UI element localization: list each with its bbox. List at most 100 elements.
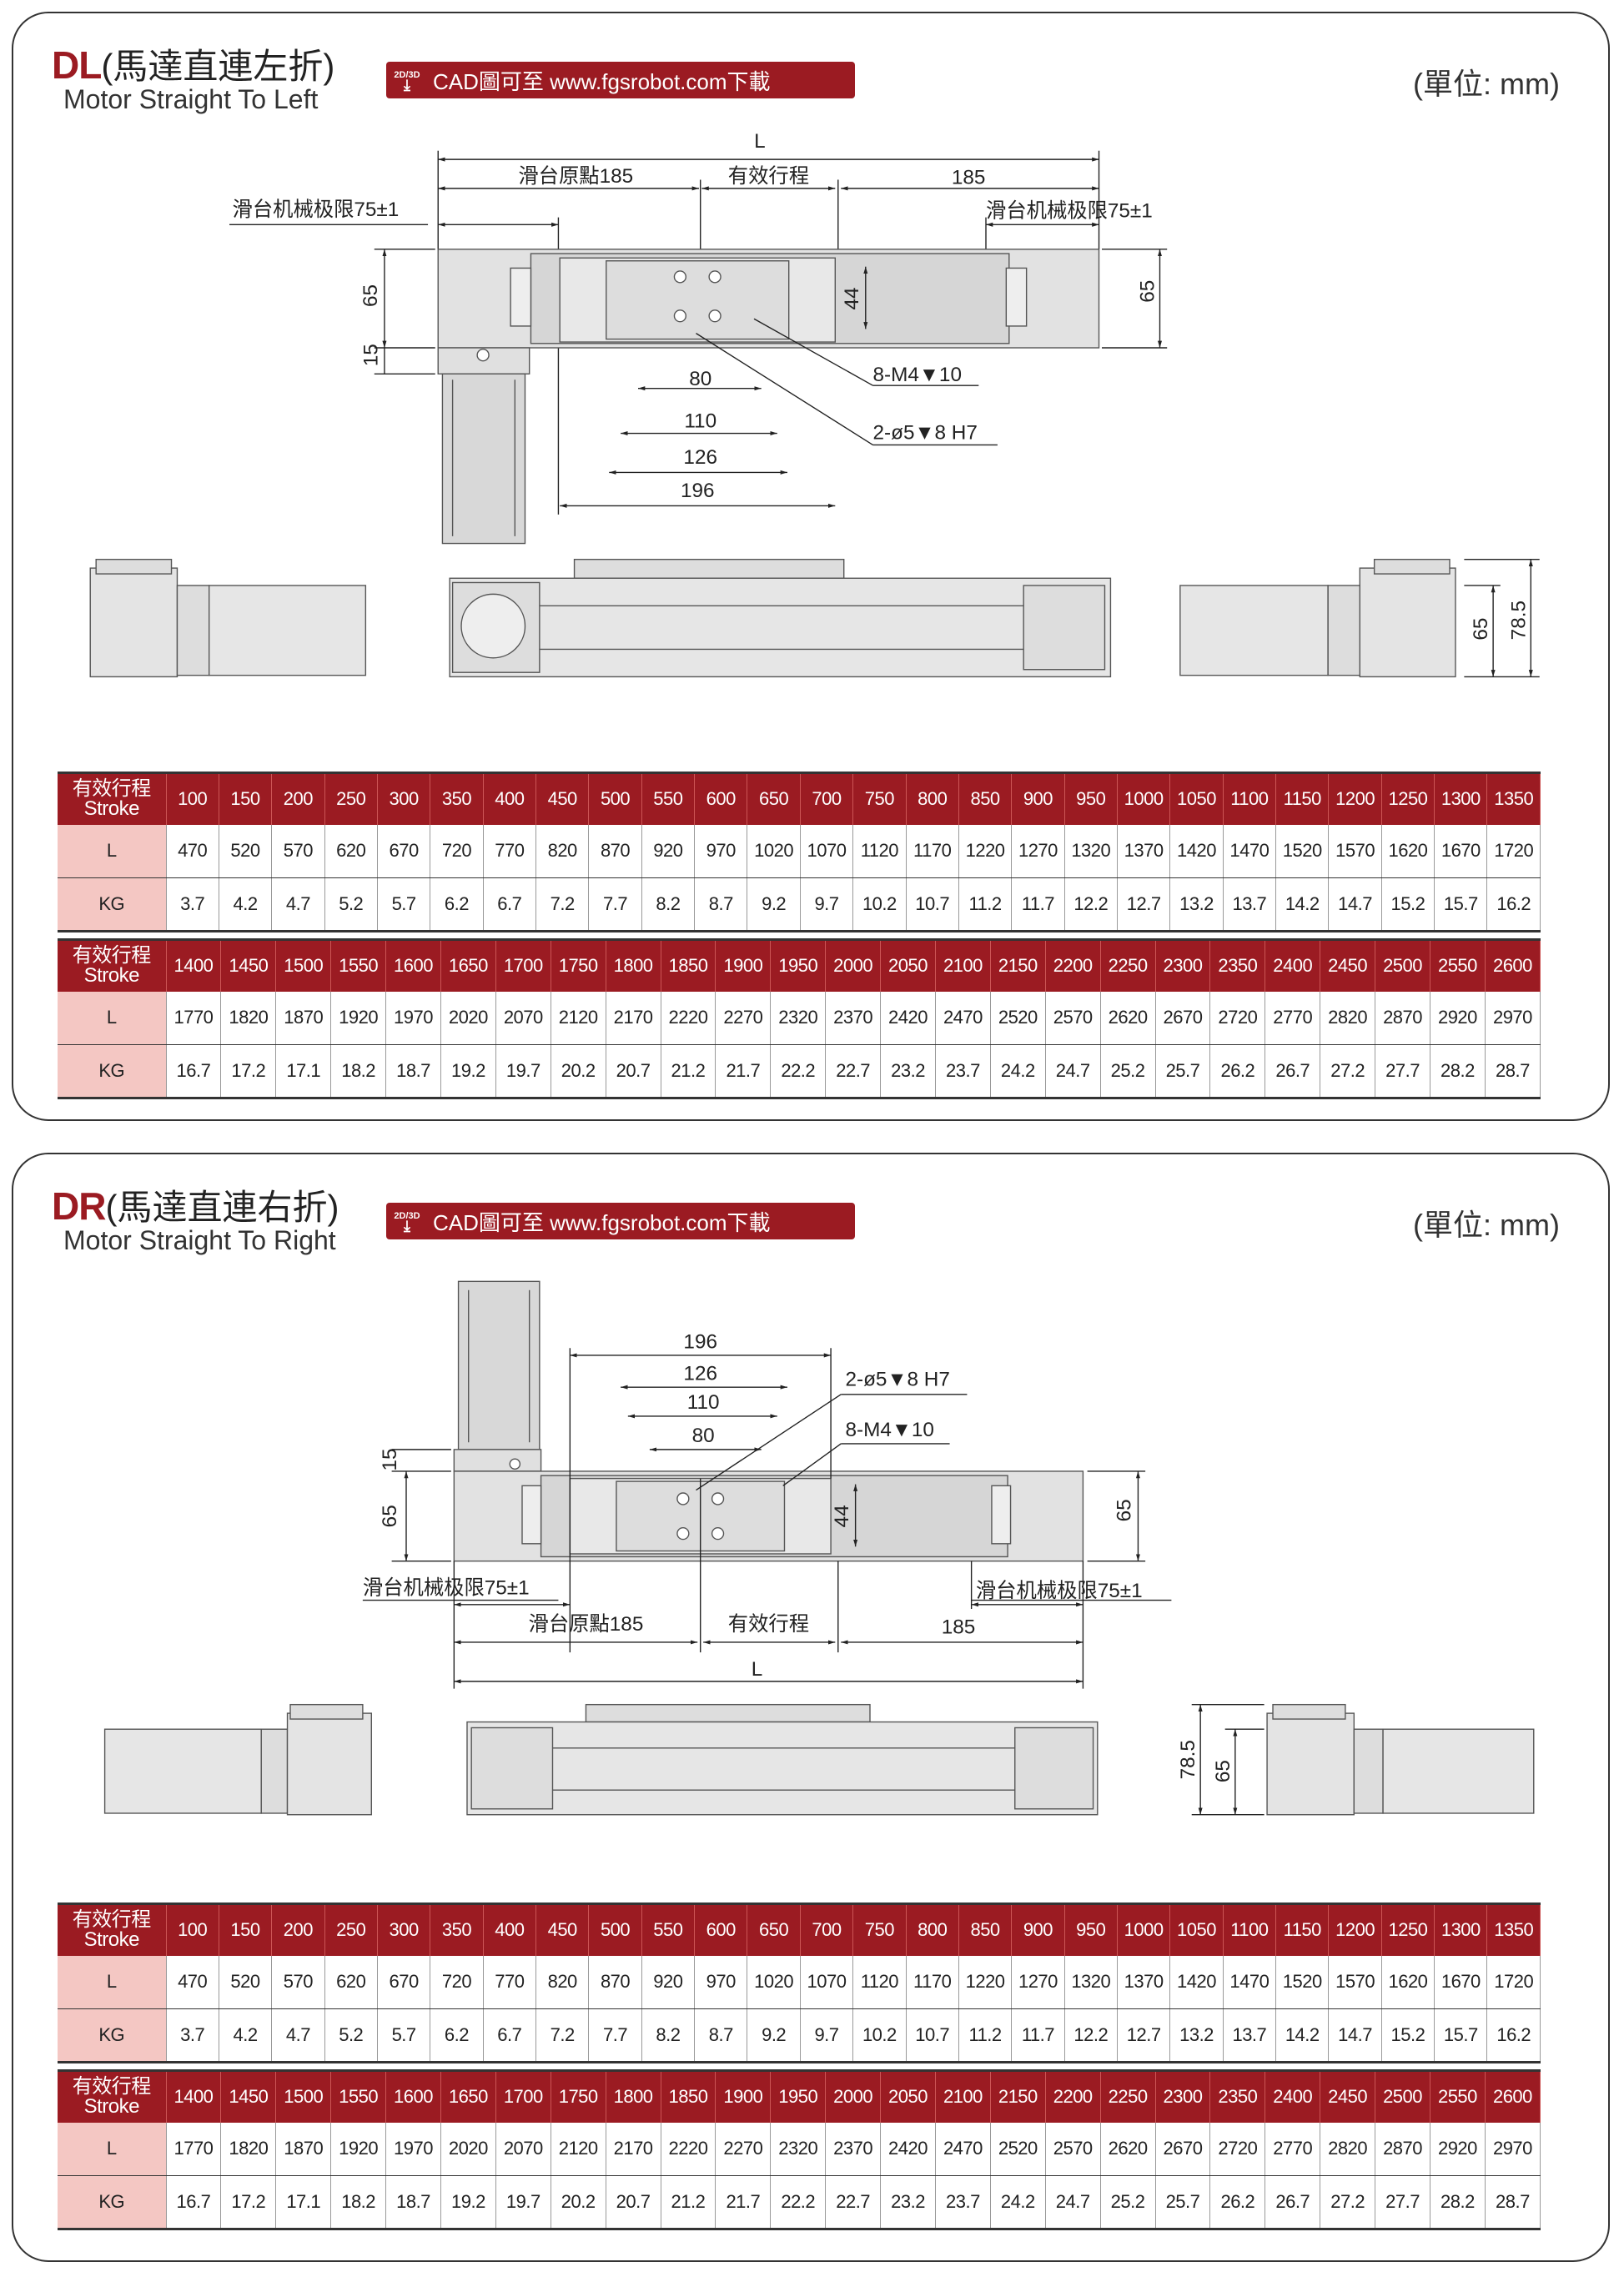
length-row-cell: 1470 <box>1223 824 1277 878</box>
length-row-cell: 1220 <box>958 824 1013 878</box>
length-row-label: L <box>58 824 167 878</box>
stroke-row-cell: 1300 <box>1434 772 1488 825</box>
weight-row-cell: 17.2 <box>220 1044 277 1098</box>
length-row-cell: 1420 <box>1169 824 1224 878</box>
weight-row-cell: 21.2 <box>661 1044 716 1098</box>
length-row-cell: 2720 <box>1209 991 1266 1045</box>
weight-row-cell: 23.2 <box>880 1044 936 1098</box>
dim-110: 110 <box>684 410 716 433</box>
stroke-row-cell: 800 <box>906 1903 959 1956</box>
stroke-row-cell: 1450 <box>220 2070 277 2123</box>
length-row-cell: 1570 <box>1328 1955 1382 2009</box>
length-row-cell: 620 <box>324 1955 378 2009</box>
weight-row-cell: 25.2 <box>1100 1044 1156 1098</box>
length-row-cell: 2920 <box>1430 2122 1486 2176</box>
weight-row-cell: 27.2 <box>1320 2175 1376 2229</box>
length-row-cell: 1370 <box>1117 824 1171 878</box>
stroke-row-cell: 100 <box>166 1903 219 1956</box>
stroke-row-cell: 1950 <box>770 2070 827 2123</box>
stroke-row-cell: 1800 <box>606 939 661 992</box>
weight-row-cell: 6.2 <box>430 2008 484 2063</box>
length-row-cell: 2420 <box>880 991 936 1045</box>
stroke-row-cell: 750 <box>852 1903 907 1956</box>
dim-80: 80 <box>689 368 711 390</box>
stroke-row-cell: 1700 <box>495 2070 551 2123</box>
weight-row-cell: 28.2 <box>1430 1044 1486 1098</box>
length-row-cell: 2470 <box>935 991 991 1045</box>
stroke-row-cell: 1000 <box>1117 772 1171 825</box>
dim-78-5: 78.5 <box>1177 1740 1199 1779</box>
stroke-row-cell: 1500 <box>275 939 332 992</box>
weight-row-cell: 6.2 <box>430 877 484 932</box>
length-row-cell: 670 <box>377 824 431 878</box>
stroke-row-cell: 2350 <box>1209 939 1266 992</box>
stroke-row-cell: 200 <box>271 1903 325 1956</box>
stroke-row-cell: 1050 <box>1169 772 1224 825</box>
length-row-cell: 2420 <box>880 2122 936 2176</box>
length-row-cell: 2820 <box>1320 2122 1376 2176</box>
weight-row-cell: 13.7 <box>1223 2008 1277 2063</box>
stroke-row-cell: 1200 <box>1328 772 1382 825</box>
dim-65-end: 65 <box>1470 618 1492 641</box>
stroke-row-cell: 1100 <box>1223 772 1277 825</box>
weight-row-cell: 14.7 <box>1328 877 1382 932</box>
length-row-cell: 2770 <box>1265 2122 1321 2176</box>
length-row-cell: 2770 <box>1265 991 1321 1045</box>
pin-hole-note: 2-ø5▼8 H7 <box>845 1368 949 1390</box>
weight-row-cell: 11.2 <box>958 877 1013 932</box>
stroke-row-cell: 350 <box>430 772 484 825</box>
length-row-cell: 770 <box>483 824 537 878</box>
weight-row-cell: 5.2 <box>324 2008 378 2063</box>
weight-row-label: KG <box>58 2175 167 2229</box>
stroke-row-cell: 1250 <box>1381 772 1435 825</box>
length-row-cell: 720 <box>430 1955 484 2009</box>
length-row-cell: 1170 <box>906 824 959 878</box>
stroke-row-cell: 850 <box>958 1903 1013 1956</box>
dim-44: 44 <box>841 287 863 309</box>
stroke-row-cell: 700 <box>800 1903 854 1956</box>
length-row-cell: 1820 <box>220 991 277 1045</box>
stroke-row-cell: 1650 <box>440 939 496 992</box>
weight-row-cell: 19.2 <box>440 1044 496 1098</box>
weight-row-cell: 10.2 <box>852 2008 907 2063</box>
cad-download-link[interactable]: 2D/3D⤓ CAD圖可至 www.fgsrobot.com下載 <box>386 62 855 98</box>
stroke-row-cell: 2150 <box>990 2070 1046 2123</box>
weight-row-cell: 15.7 <box>1434 877 1488 932</box>
length-row-cell: 2320 <box>770 991 827 1045</box>
stroke-row-cell: 1350 <box>1486 772 1541 825</box>
weight-row-cell: 16.2 <box>1486 2008 1541 2063</box>
cad-download-link[interactable]: 2D/3D⤓ CAD圖可至 www.fgsrobot.com下載 <box>386 1203 855 1239</box>
stroke-row-cell: 600 <box>694 1903 748 1956</box>
length-row-cell: 1970 <box>385 991 441 1045</box>
weight-row-cell: 21.2 <box>661 2175 716 2229</box>
weight-row-cell: 12.7 <box>1117 2008 1171 2063</box>
weight-row-cell: 26.2 <box>1209 2175 1266 2229</box>
weight-row-cell: 11.7 <box>1011 877 1065 932</box>
dim-126: 126 <box>683 446 717 469</box>
stroke-label-en: Stroke <box>83 2095 140 2119</box>
length-row-cell: 2270 <box>715 2122 772 2176</box>
weight-row-cell: 9.2 <box>747 877 801 932</box>
weight-row-cell: 4.7 <box>271 2008 325 2063</box>
stroke-row-cell: 1400 <box>166 2070 222 2123</box>
side-views <box>89 558 1456 678</box>
dim-65-right: 65 <box>1137 280 1159 303</box>
stroke-row-cell: 300 <box>377 772 431 825</box>
length-row-cell: 570 <box>271 1955 325 2009</box>
length-row-cell: 2370 <box>825 2122 882 2176</box>
length-row-cell: 1620 <box>1381 824 1435 878</box>
stroke-row-cell: 1350 <box>1486 1903 1541 1956</box>
badge-small: 2D/3D <box>394 70 420 80</box>
dim-15: 15 <box>379 1449 401 1471</box>
length-row-cell: 970 <box>694 1955 748 2009</box>
length-row-cell: 2270 <box>715 991 772 1045</box>
weight-row-cell: 26.2 <box>1209 1044 1266 1098</box>
title-cn: (馬達直連右折) <box>105 1188 339 1227</box>
badge-text: CAD圖可至 www.fgsrobot.com下載 <box>433 1209 771 1235</box>
